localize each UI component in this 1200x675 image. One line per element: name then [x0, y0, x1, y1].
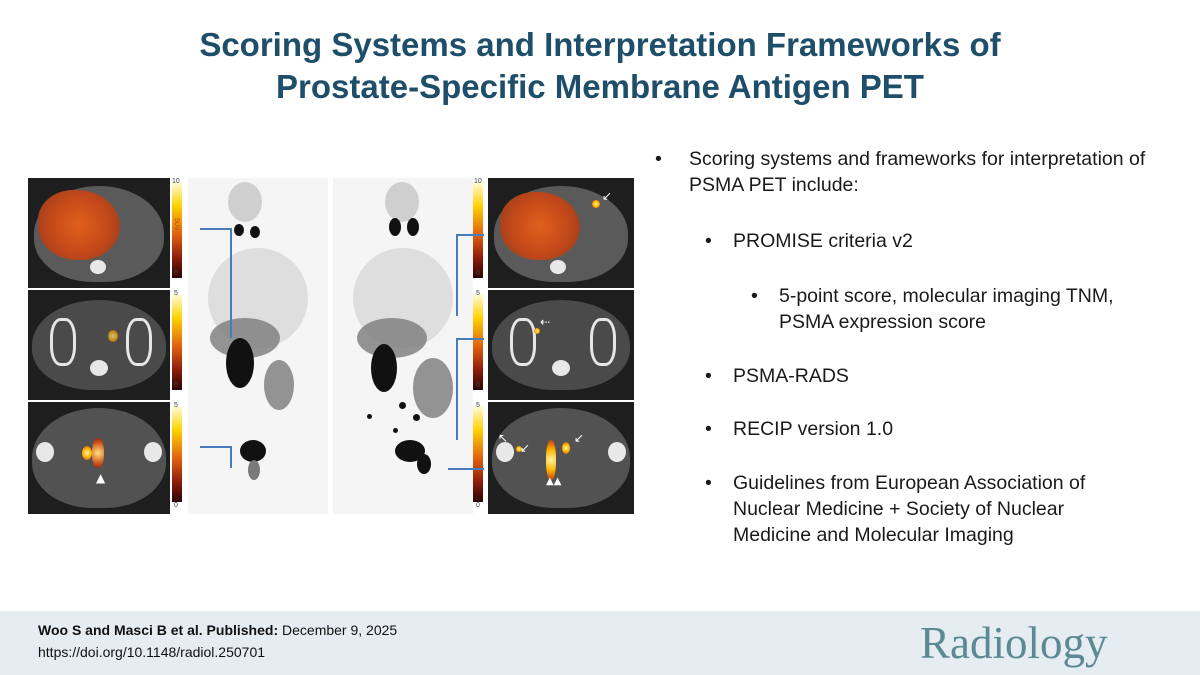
arrowhead-icon: ▲ — [96, 471, 106, 485]
bullet-dot: • — [705, 418, 712, 440]
bullet-item: • Guidelines from European Association o… — [705, 472, 1086, 546]
arrow-icon: ↖ — [498, 431, 509, 445]
connector-line — [456, 234, 484, 236]
connector-line — [456, 234, 458, 316]
connector-line — [456, 338, 458, 440]
title-line-1: Scoring Systems and Interpretation Frame… — [199, 26, 1001, 63]
bullet-dot: • — [705, 230, 712, 252]
bullet-item: • PSMA-RADS — [705, 365, 849, 387]
right-suv-scale-2 — [473, 294, 483, 390]
bullet-dot: • — [655, 148, 662, 170]
connector-line — [200, 228, 232, 230]
right-scale-max-3: 5 — [476, 402, 480, 409]
arrow-icon: ↙ — [520, 441, 531, 455]
right-scale-max-2: 5 — [476, 290, 480, 297]
left-suv-scale-3 — [172, 406, 182, 502]
bullet-dot: • — [705, 472, 712, 494]
bullet-item: • PROMISE criteria v2 — [705, 230, 913, 252]
right-suv-scale-3 — [473, 406, 483, 502]
left-axial-upper-abdomen — [28, 178, 170, 288]
right-scale-min-3: 0 — [476, 502, 480, 509]
mip-follow-up — [333, 178, 473, 514]
slide-title: Scoring Systems and Interpretation Frame… — [0, 24, 1200, 108]
citation-date: December 9, 2025 — [282, 622, 398, 638]
left-scale-min-2: 0 — [174, 382, 178, 389]
left-scale-max-1: 10 — [172, 178, 180, 185]
connector-line — [448, 468, 484, 470]
citation-authors: Woo S and Masci B et al. Published: — [38, 622, 279, 638]
right-suv-scale-1 — [473, 182, 483, 278]
right-axial-pelvis: ⇠ — [488, 290, 634, 400]
connector-line — [230, 446, 232, 468]
left-scale-max-2: 5 — [174, 290, 178, 297]
right-scale-min-2: 0 — [476, 382, 480, 389]
dashed-arrow-icon: ⇠ — [540, 315, 551, 329]
right-scale-max-1: 10 — [474, 178, 482, 185]
left-suv-scale-1 — [172, 182, 182, 278]
bullet-item: • 5-point score, molecular imaging TNM, … — [751, 285, 1114, 333]
left-axial-pelvis — [28, 290, 170, 400]
bullet-item: • Scoring systems and frameworks for int… — [655, 148, 1146, 196]
left-scale-min-1: 0 — [174, 270, 178, 277]
bullet-item: • RECIP version 1.0 — [705, 418, 894, 440]
left-scale-max-3: 5 — [174, 402, 178, 409]
left-axial-prostate: ▲ — [28, 402, 170, 514]
radiology-logo: Radiology — [920, 618, 1108, 668]
left-scale-unit-1: SUV — [173, 218, 179, 231]
left-scale-min-3: 0 — [174, 502, 178, 509]
pet-figure: 10 0 SUV 5 0 ▲ 5 0 — [28, 178, 634, 514]
right-axial-prostate: ↖ ↙ ↙ ▲▲ — [488, 402, 634, 514]
left-suv-scale-2 — [172, 294, 182, 390]
citation-doi[interactable]: https://doi.org/10.1148/radiol.250701 — [38, 644, 266, 660]
footer-bar: Woo S and Masci B et al. Published: Dece… — [0, 611, 1200, 675]
arrow-icon: ↙ — [602, 189, 613, 203]
connector-line — [200, 446, 232, 448]
right-scale-min-1: 0 — [476, 270, 480, 277]
mip-baseline — [188, 178, 328, 514]
bullet-dot: • — [751, 285, 758, 307]
connector-line — [230, 228, 232, 338]
bullet-dot: • — [705, 365, 712, 387]
title-line-2: Prostate-Specific Membrane Antigen PET — [276, 68, 924, 105]
citation: Woo S and Masci B et al. Published: Dece… — [38, 619, 397, 663]
arrowhead-icon: ▲▲ — [546, 476, 562, 487]
connector-line — [456, 338, 484, 340]
arrow-icon: ↙ — [574, 431, 585, 445]
right-axial-upper-abdomen: ↙ — [488, 178, 634, 288]
